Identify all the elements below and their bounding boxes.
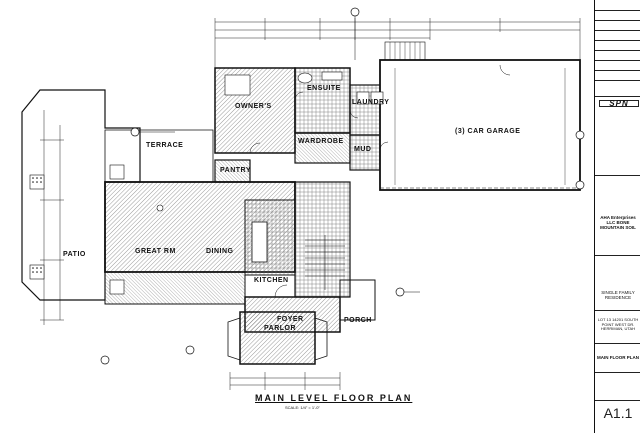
- room-label-laundry: LAUNDRY: [352, 99, 390, 106]
- room-label-owners: OWNER'S: [235, 103, 272, 110]
- room-label-wardrobe: WARDROBE: [298, 138, 344, 145]
- garage-bay-count: 3: [457, 128, 463, 135]
- title-block-address: LOT 13 14201 SOUTH POINT WEST DR. HERRIM…: [597, 317, 639, 332]
- interior-stairs: [305, 235, 345, 290]
- garage-outline: [379, 59, 581, 191]
- room-label-ensuite: ENSUITE: [307, 85, 341, 92]
- top-dimensions: [214, 18, 581, 70]
- wardrobe-floor: [294, 132, 351, 164]
- parlor-floor: [239, 311, 316, 365]
- garage-label-text: CAR GARAGE: [467, 128, 521, 135]
- fixtures: [156, 71, 384, 212]
- title-block-sheet-number: A1.1: [603, 405, 633, 421]
- drawing-title: MAIN LEVEL FLOOR PLAN: [255, 393, 413, 403]
- bottom-dimensions: [229, 372, 341, 390]
- title-block-project-type: SINGLE FAMILY RESIDENCE: [601, 290, 635, 301]
- lower-wall-band: [104, 271, 246, 305]
- title-block-sheet-title: MAIN FLOOR PLAN: [597, 355, 639, 360]
- section-markers: [100, 7, 585, 365]
- room-label-patio: PATIO: [63, 251, 86, 258]
- room-label-mud: MUD: [354, 146, 372, 153]
- room-label-great-rm: GREAT RM: [135, 248, 176, 255]
- kitchen-island: [251, 221, 268, 263]
- room-label-garage: (3) CAR GARAGE: [455, 128, 521, 135]
- garage-stairs: [389, 42, 421, 60]
- room-label-dining: DINING: [206, 248, 234, 255]
- pier-dots: [32, 177, 42, 273]
- room-label-terrace: TERRACE: [146, 142, 184, 149]
- room-label-pantry: PANTRY: [220, 167, 251, 174]
- drawing-scale: SCALE: 1/4" = 1'-0": [285, 405, 320, 410]
- door-swings: [249, 64, 511, 298]
- room-label-parlor: PARLOR: [264, 325, 297, 332]
- porch-outline: [339, 279, 376, 321]
- stair-hall-floor: [294, 181, 351, 298]
- title-block-builder: AHA Enterprises LLC BONE MOUNTAIN SOIL: [600, 215, 636, 231]
- title-block-logo: SPN: [599, 99, 639, 108]
- room-label-foyer: FOYER: [277, 316, 304, 323]
- title-block: SPN AHA Enterprises LLC BONE MOUNTAIN SO…: [594, 0, 640, 433]
- left-dimensions: [40, 110, 64, 325]
- leader-lines: [139, 16, 420, 293]
- room-label-kitchen: KITCHEN: [254, 277, 289, 284]
- room-label-porch: PORCH: [344, 317, 372, 324]
